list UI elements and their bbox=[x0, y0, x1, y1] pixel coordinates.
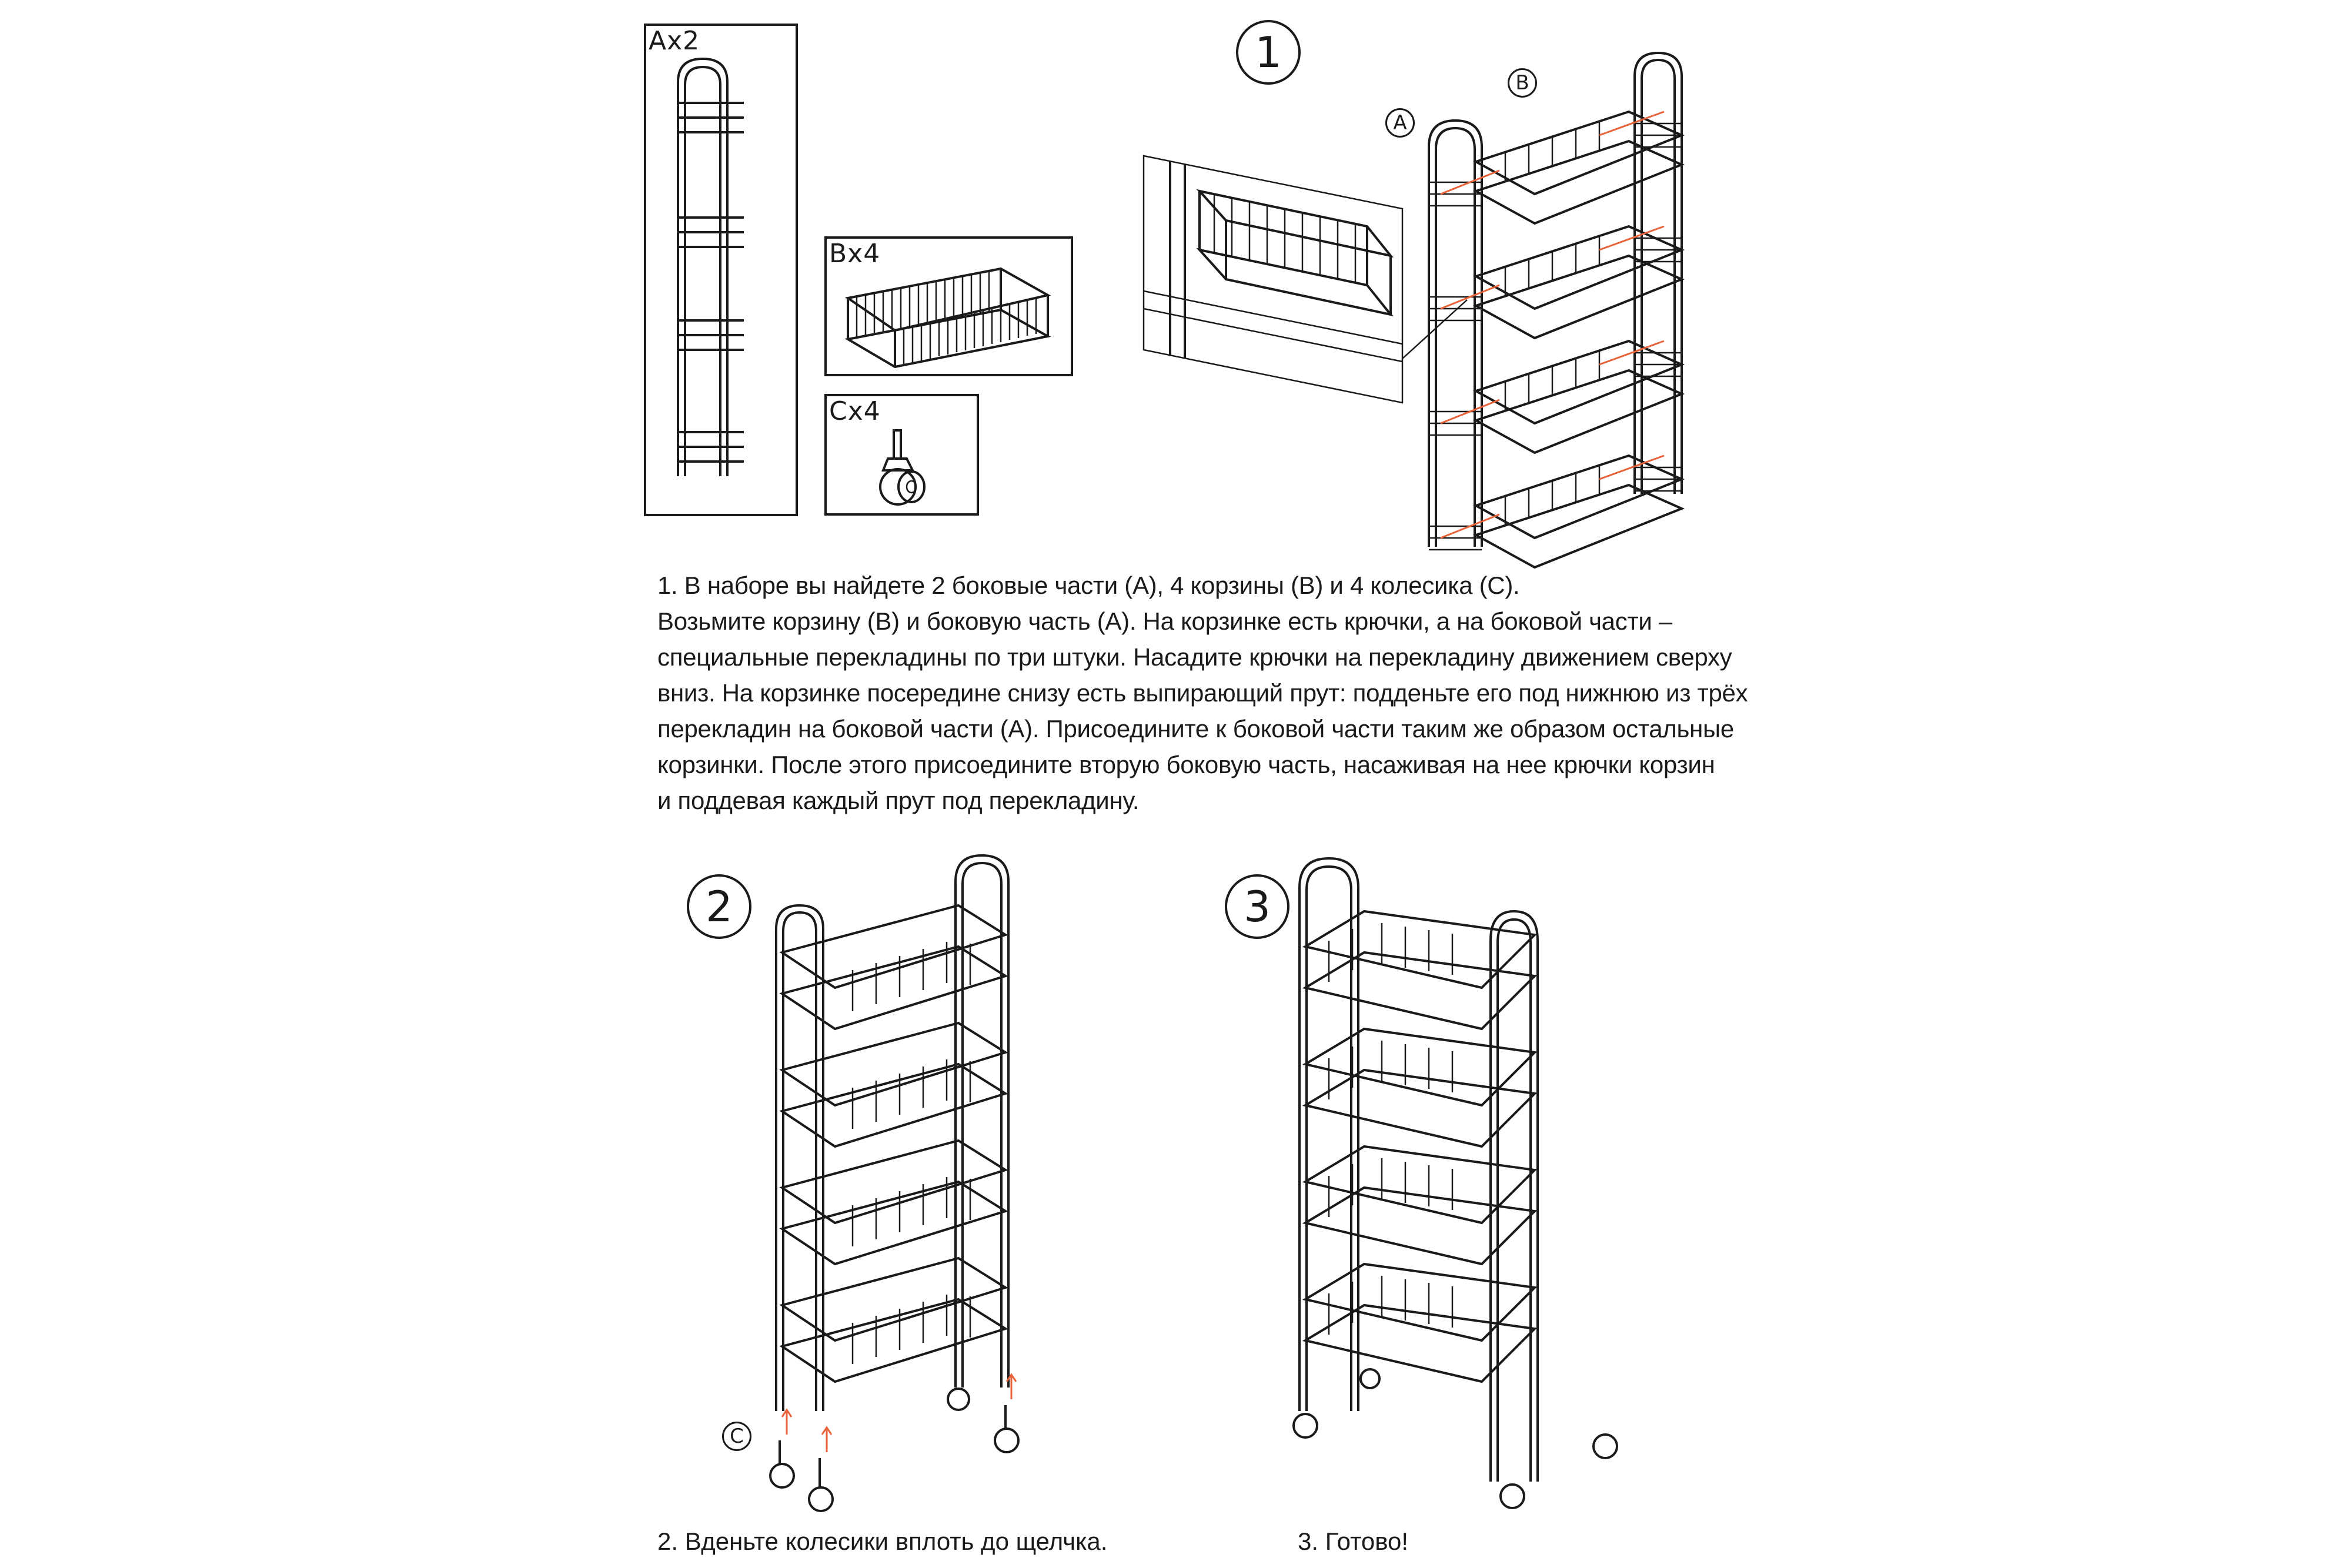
instruction-line: вниз. На корзинке посередине снизу есть … bbox=[657, 679, 1748, 707]
instruction-line: и поддевая каждый прут под перекладину. bbox=[657, 787, 1140, 814]
instruction-line: 1. В наборе вы найдете 2 боковые части (… bbox=[657, 571, 1520, 599]
step-1-instructions: 1. В наборе вы найдете 2 боковые части (… bbox=[657, 567, 1775, 818]
step-2-assembly-drawing bbox=[769, 854, 1020, 1512]
step-1-assembly-drawing bbox=[1428, 51, 1685, 569]
callout-b-step1: B bbox=[1508, 68, 1537, 98]
step-3-assembly-drawing bbox=[1292, 857, 1618, 1509]
side-frame-a-drawing bbox=[677, 57, 744, 476]
part-c-label: Cx4 bbox=[829, 396, 881, 426]
callout-c-step2: C bbox=[722, 1422, 751, 1451]
instruction-line: корзинки. После этого присоедините втору… bbox=[657, 751, 1715, 778]
part-a-box bbox=[644, 24, 798, 516]
caster-c-drawing bbox=[879, 429, 926, 506]
hook-detail-zoom bbox=[1142, 155, 1404, 404]
step-3-number: 3 bbox=[1225, 874, 1289, 939]
callout-a-step1: A bbox=[1385, 108, 1415, 138]
part-a-label: Ax2 bbox=[649, 26, 700, 56]
part-c-box bbox=[824, 394, 979, 516]
part-b-box bbox=[824, 236, 1073, 376]
instruction-line: специальные перекладины по три штуки. На… bbox=[657, 643, 1732, 671]
instruction-line: Возьмите корзину (В) и боковую часть (А)… bbox=[657, 607, 1672, 635]
part-b-label: Bx4 bbox=[829, 239, 881, 269]
step-1-number: 1 bbox=[1236, 20, 1301, 85]
basket-b-drawing bbox=[844, 267, 1051, 369]
instruction-line: перекладин на боковой части (А). Присоед… bbox=[657, 715, 1734, 743]
step-2-caption: 2. Вденьте колесики вплоть до щелчка. bbox=[657, 1527, 1108, 1555]
step-2-number: 2 bbox=[687, 874, 751, 939]
step-3-caption: 3. Готово! bbox=[1298, 1527, 1409, 1555]
